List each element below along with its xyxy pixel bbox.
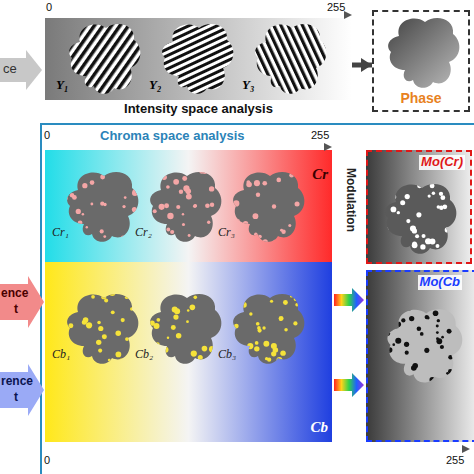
figure-label: Cr₃ — [218, 226, 235, 240]
scale-arrow — [45, 146, 332, 148]
blob-figure — [388, 18, 459, 88]
blob-figure — [146, 168, 222, 242]
blob-figure — [63, 290, 139, 364]
light-arrow — [0, 276, 44, 328]
rainbow-arrow — [334, 373, 364, 397]
figure-label: 0 — [44, 129, 50, 142]
figure-label: Y₃ — [242, 78, 254, 93]
blob-figure — [69, 24, 140, 94]
process-label: Modulation — [343, 168, 357, 232]
modulated-cr-box: Mo(Cr) — [366, 150, 472, 264]
node-text: Mo(Cb — [418, 275, 462, 290]
figure-label: 0 — [46, 1, 52, 14]
blob-figure — [228, 294, 304, 364]
modulated-cb-box: Mo(Cb — [366, 270, 474, 442]
blob-figure — [147, 291, 223, 364]
blob-figure — [255, 24, 326, 94]
light-arrow — [0, 364, 44, 416]
figure-label: ence — [1, 287, 28, 301]
figure-label: Cb₃ — [218, 348, 236, 362]
modulation-ground — [366, 150, 472, 264]
scale-arrow — [45, 448, 470, 450]
scale-arrow — [45, 14, 352, 16]
cr-band: Cr — [45, 150, 332, 262]
chroma-panel: Chroma space analysisCrCb Mo(Cr) Mo(Cb — [40, 124, 474, 474]
flow-arrow — [352, 63, 372, 68]
figure-label: t — [14, 303, 18, 317]
node-text: Cb — [310, 419, 328, 436]
phase-box: Phase — [372, 10, 470, 112]
rainbow-arrow — [334, 288, 364, 312]
node-text: Chroma space analysis — [100, 129, 245, 144]
node-text: Mo(Cr) — [419, 155, 465, 170]
figure-label: Cb₂ — [135, 348, 153, 362]
figure-label: ce — [3, 62, 17, 77]
figure-label: Y₁ — [56, 78, 68, 93]
intensity-gradient — [45, 18, 352, 100]
intensity-panel: Intensity space analysis — [45, 18, 352, 118]
node-text: Intensity space analysis — [124, 102, 273, 117]
cb-band: Cb — [45, 262, 332, 442]
blob-figure — [229, 168, 306, 245]
cr-gradient — [45, 150, 332, 262]
cb-gradient — [45, 262, 332, 442]
node-text: Cr — [312, 166, 328, 183]
figure-label: t — [14, 391, 18, 405]
node-text: Phase — [400, 90, 441, 106]
phase-ground — [372, 10, 470, 112]
light-arrow — [0, 50, 42, 90]
figure-label: 0 — [44, 454, 50, 467]
figure-label: 255 — [311, 129, 329, 142]
figure-label: 255 — [446, 454, 464, 467]
figure-label: Cr₁ — [52, 226, 69, 240]
chroma-frame — [41, 124, 474, 474]
figure-label: rence — [1, 375, 33, 389]
figure-label: Cr₂ — [135, 226, 152, 240]
blob-figure — [62, 168, 140, 245]
figure-label: 255 — [327, 1, 345, 14]
blob-figure — [383, 183, 457, 253]
figure-label: Y₂ — [149, 78, 161, 93]
figure-label: Cb₁ — [52, 348, 70, 362]
blob-figure — [162, 24, 233, 94]
blob-figure — [385, 304, 462, 382]
modulation-ground — [366, 270, 474, 442]
